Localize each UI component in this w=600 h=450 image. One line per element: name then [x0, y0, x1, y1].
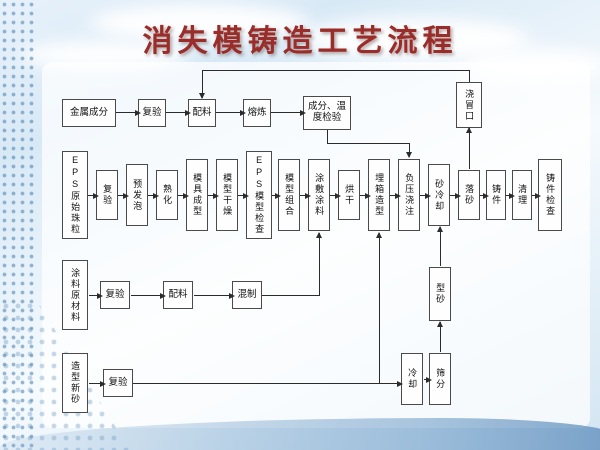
connector-check-to-pouring: [406, 143, 412, 158]
node-shakeout: 落砂: [458, 170, 480, 220]
page-title: 消失模铸造工艺流程: [142, 25, 458, 58]
node-melting: 熔炼: [243, 99, 271, 127]
connector-main-12: [420, 193, 431, 199]
connector-main-13: [450, 193, 461, 199]
node-mold-forming: 模具成型: [186, 159, 208, 231]
connector-coating-3: [194, 293, 235, 299]
cloud-decoration: [90, 4, 310, 42]
node-metal-composition: 金属成分: [62, 99, 116, 127]
node-sieving: 筛分: [429, 353, 451, 405]
connector-riser-recycle-drop: [469, 70, 470, 82]
node-casting-inspection: 铸件检查: [538, 159, 562, 231]
connector-shakeout-to-riser: [466, 127, 472, 169]
connector-batching-to-melting: [216, 110, 246, 116]
connector-main-15: [506, 193, 515, 199]
connector-coating-2: [131, 293, 166, 299]
node-molding-sand: 型砂: [429, 267, 451, 321]
node-coating-raw-material: 涂料原材料: [62, 260, 88, 330]
connector-main-6: [238, 193, 249, 199]
node-batching-metal: 配料: [188, 99, 216, 127]
node-eps-pattern-check: EPS模型检查: [246, 151, 272, 239]
connector-mixing-to-coating-application: [316, 232, 322, 295]
connector-coating-1: [89, 293, 103, 299]
node-vacuum-pouring: 负压浇注: [398, 159, 420, 231]
dot-pattern-left: [0, 0, 38, 450]
connector-melting-to-check: [271, 110, 306, 116]
node-reinspection-metal: 复验: [138, 99, 166, 127]
connector-reinspection-to-batching: [166, 110, 191, 116]
node-drying: 烘干: [338, 170, 360, 220]
node-pattern-assembly: 模型组合: [278, 159, 300, 231]
connector-main-2: [118, 193, 129, 199]
connector-main-3: [148, 193, 159, 199]
connector-reinspection-to-cooling: [133, 381, 403, 387]
node-sand-cooling: 砂冷却: [428, 164, 450, 226]
connector-main-16: [532, 193, 541, 199]
node-mixing: 混制: [232, 281, 262, 309]
connector-main-10: [360, 193, 371, 199]
node-pattern-drying: 模型干燥: [216, 159, 238, 231]
connector-main-4: [178, 193, 189, 199]
connector-mixing-across: [262, 295, 320, 296]
connector-main-5: [208, 193, 219, 199]
node-reinspection-sand: 复验: [103, 369, 133, 397]
node-batching-coating: 配料: [163, 281, 193, 309]
connector-riser-recycle-into-batching: [199, 70, 205, 99]
node-gating-riser: 浇冒口: [456, 82, 482, 128]
node-comp-temp-check: 成分、温度检验: [303, 96, 351, 130]
node-eps-beads: EPS原始珠粒: [62, 151, 88, 239]
node-new-molding-sand: 造型新砂: [62, 353, 88, 413]
connector-newsand-to-reinspection: [89, 381, 106, 387]
node-pre-foaming: 预发泡: [126, 164, 148, 226]
node-aging: 熟化: [156, 170, 178, 220]
connector-cooling-to-sieving: [424, 377, 432, 383]
connector-sand-to-flask-molding: [376, 232, 382, 383]
connector-check-across: [327, 143, 409, 144]
connector-riser-recycle-top: [202, 70, 469, 71]
connector-main-8: [300, 193, 311, 199]
connector-sieving-to-molding-sand: [437, 321, 443, 352]
connector-metal-to-reinspection: [116, 110, 141, 116]
connector-main-9: [330, 193, 341, 199]
node-flask-molding: 埋箱造型: [368, 159, 390, 231]
connector-main-1: [88, 193, 99, 199]
connector-main-7: [272, 193, 281, 199]
connector-molding-sand-to-sand-cooling: [437, 226, 443, 266]
node-sand-cooling-bottom: 冷却: [401, 353, 423, 405]
node-casting: 铸件: [486, 170, 506, 220]
node-reinspection-coating: 复验: [100, 281, 130, 309]
connector-check-down: [327, 130, 328, 143]
connector-main-14: [480, 193, 489, 199]
node-coating-application: 涂敷涂料: [308, 159, 330, 231]
node-cleaning: 清理: [512, 170, 532, 220]
connector-main-11: [390, 193, 401, 199]
node-reinspection-eps: 复验: [96, 170, 118, 220]
